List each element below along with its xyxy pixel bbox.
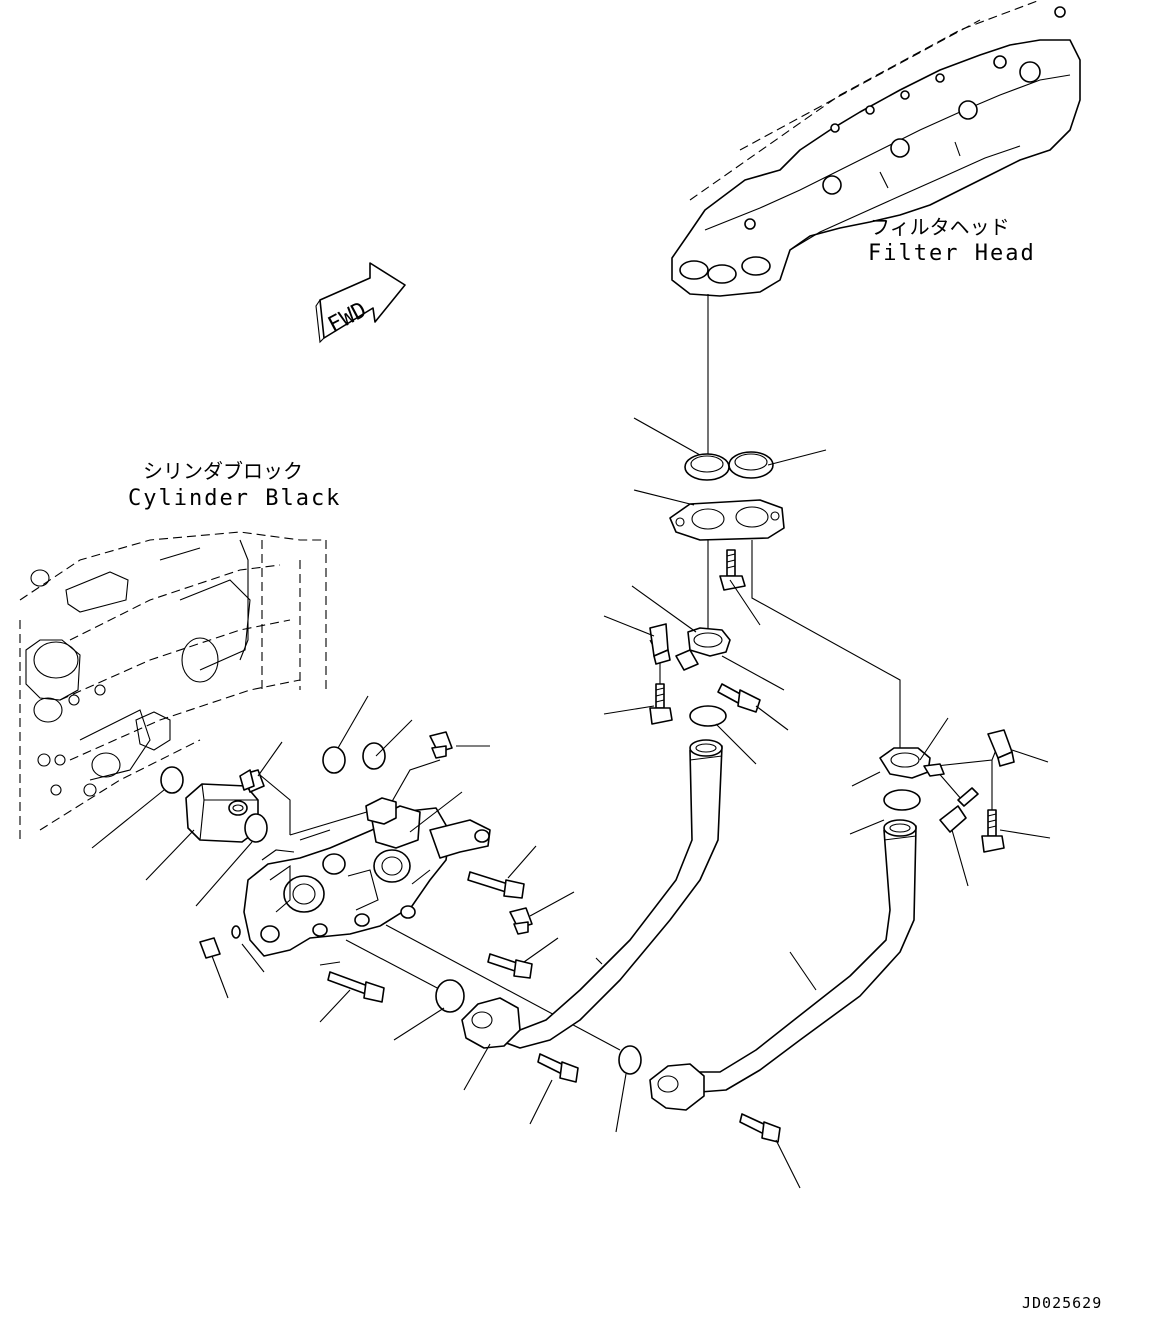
bolt-housing-d — [199, 937, 221, 959]
cylinder-block: シリンダブロック Cylinder Black — [19, 459, 341, 840]
bolt-clamp-right — [717, 683, 761, 713]
o-ring-right-pipe — [883, 789, 921, 811]
o-ring-d — [362, 742, 386, 770]
o-ring-f — [618, 1045, 642, 1075]
bolt-pipe-left — [537, 1053, 579, 1083]
filter-head-label-jp: フィルタヘッド — [870, 215, 1010, 239]
pipe-clamp-right — [879, 729, 1015, 779]
o-ring-left-pipe — [689, 705, 727, 727]
bolt-clamp-left — [649, 683, 673, 725]
leader-lines — [91, 417, 1051, 1189]
filter-head-label-en: Filter Head — [868, 241, 1036, 266]
spacer-block — [185, 783, 259, 843]
o-ring-a — [160, 766, 184, 794]
plug-fitting-b — [429, 731, 453, 759]
fwd-arrow-icon: FWD — [315, 262, 406, 344]
assembly-lines — [259, 294, 1001, 1051]
o-ring-small — [231, 925, 241, 939]
bolt-housing-a — [467, 871, 525, 899]
filter-head: フィルタヘッド Filter Head — [671, 0, 1081, 297]
flange-gasket — [669, 499, 785, 541]
bolt-pipe-right — [739, 1113, 781, 1143]
drawing-number: JD025629 — [1022, 1294, 1102, 1312]
bolt-housing-b — [487, 953, 533, 979]
bolt-right-clamp-a — [939, 787, 979, 833]
pipe-left — [461, 739, 723, 1049]
cylinder-block-label-en: Cylinder Black — [128, 486, 341, 511]
bolt-right-clamp-b — [981, 809, 1005, 853]
o-ring-c — [322, 746, 346, 774]
o-ring-b — [244, 813, 268, 843]
bolt-housing-c — [327, 971, 385, 1003]
pipe-right — [649, 819, 917, 1111]
seal-rings — [684, 451, 774, 481]
plug-fitting-c — [509, 907, 533, 935]
cylinder-block-label-jp: シリンダブロック — [143, 459, 303, 483]
pump-housing — [243, 797, 491, 957]
pipe-clamp-left — [649, 623, 731, 671]
o-ring-e — [435, 979, 465, 1013]
